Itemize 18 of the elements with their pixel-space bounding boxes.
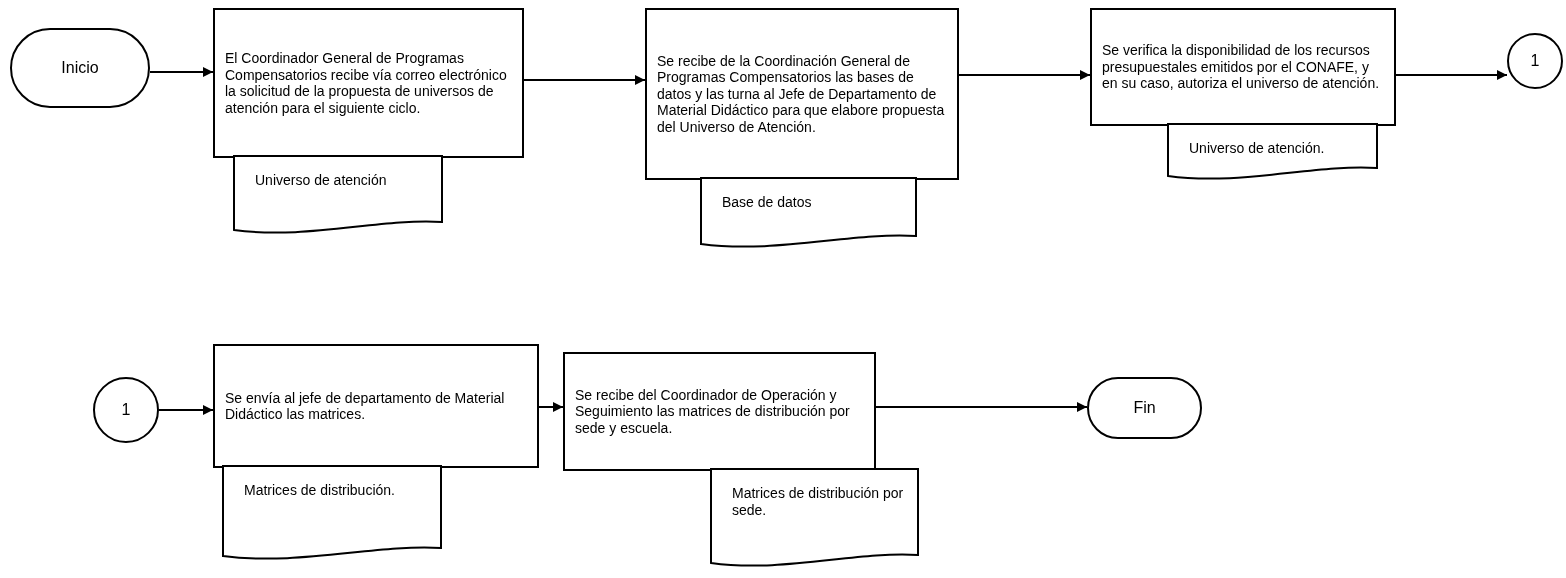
terminal-shape: Inicio xyxy=(10,28,150,108)
connector-circle: 1 xyxy=(93,377,159,443)
arrow xyxy=(158,405,214,415)
arrow xyxy=(958,70,1091,80)
terminal-shape: Fin xyxy=(1087,377,1202,439)
process-box: Se envía al jefe de departamento de Material Didáctico las matrices. xyxy=(213,344,539,468)
process-box: Se recibe del Coordinador de Operación y Seguimiento las matrices de distribución por sede y escuela. xyxy=(563,352,876,471)
document-text: Matrices de distribución por sede. xyxy=(732,485,905,518)
arrow xyxy=(149,67,214,77)
document-text: Universo de atención. xyxy=(1189,140,1326,157)
arrow xyxy=(1395,70,1508,80)
connector-circle: 1 xyxy=(1507,33,1563,89)
arrow xyxy=(875,402,1088,412)
document-text: Matrices de distribución. xyxy=(244,482,396,499)
document-text: Universo de atención xyxy=(255,172,388,189)
arrow xyxy=(538,402,564,412)
arrow xyxy=(523,75,646,85)
document-text: Base de datos xyxy=(722,194,813,211)
